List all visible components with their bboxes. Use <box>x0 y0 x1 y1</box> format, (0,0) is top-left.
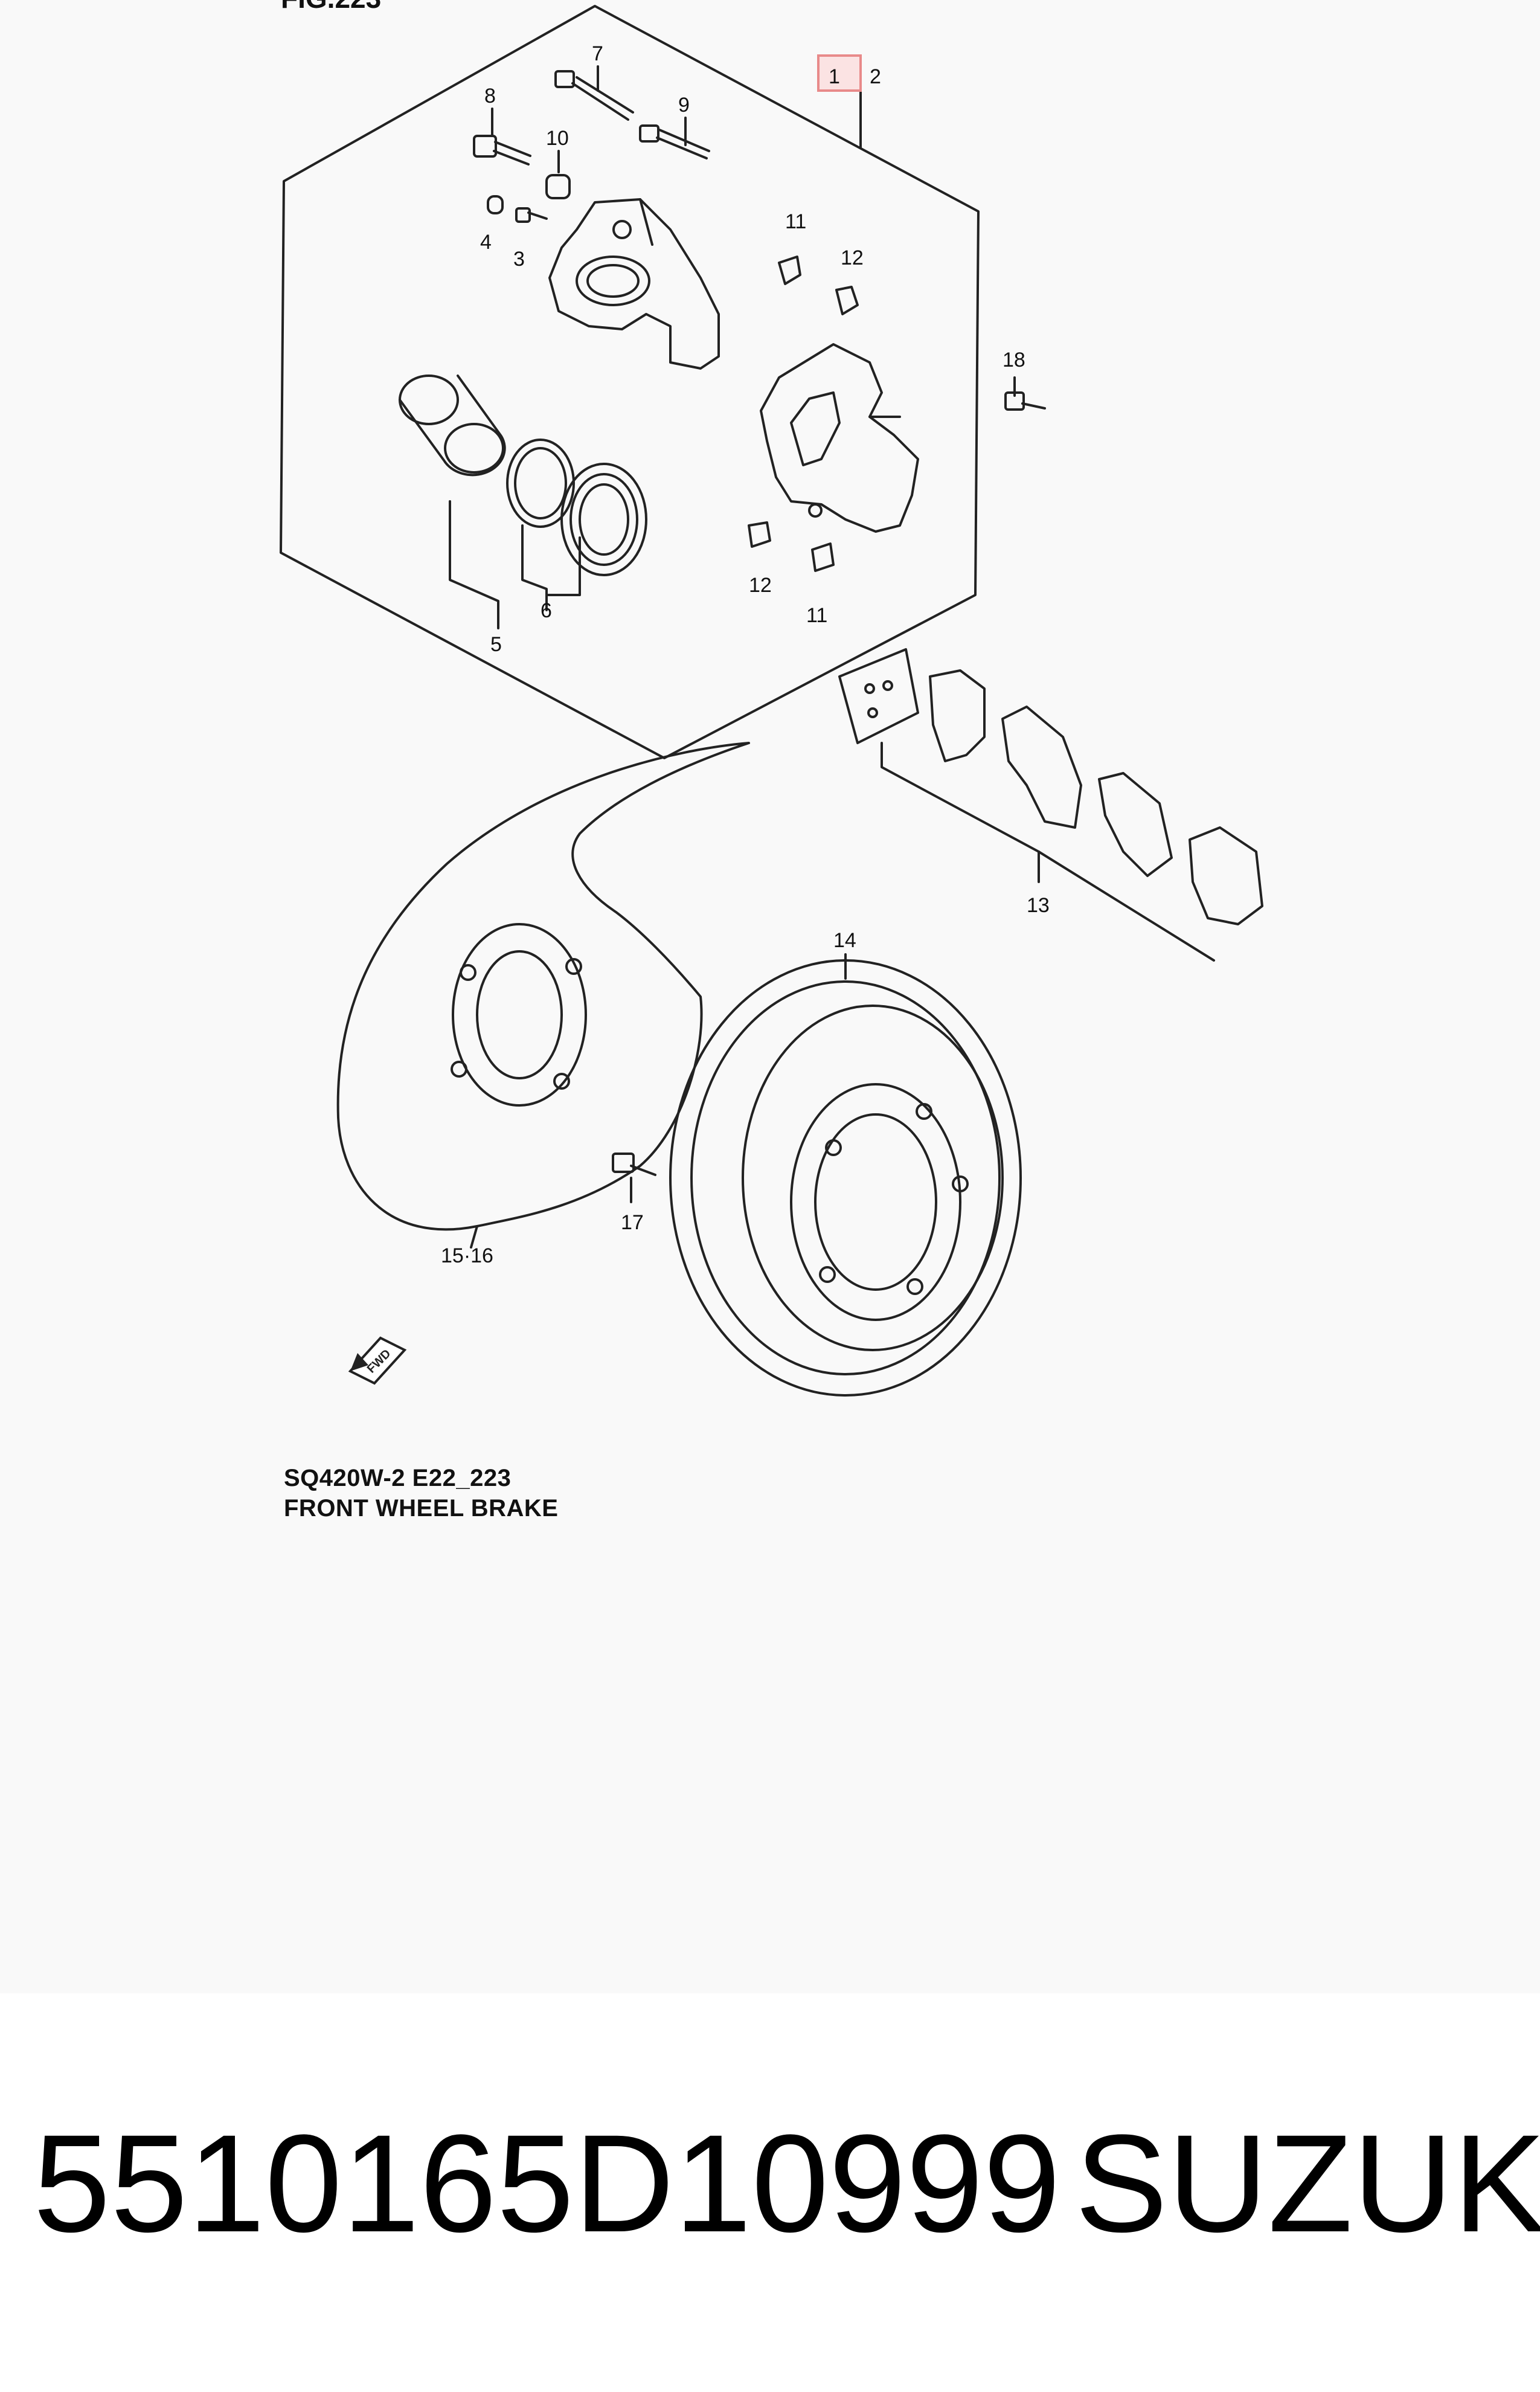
clip-12a <box>835 286 859 315</box>
leader-5 <box>449 500 499 629</box>
callout-12b: 12 <box>749 574 772 597</box>
footer <box>0 1993 1540 2392</box>
bleeder-3 <box>515 207 548 223</box>
callout-1-highlight <box>817 54 862 92</box>
dust-shield-15-16 <box>336 742 750 1249</box>
callout-9: 9 <box>678 94 690 117</box>
bolt-18 <box>1004 391 1046 411</box>
pad-kit-13 <box>838 648 1263 962</box>
callout-11a: 11 <box>785 210 806 233</box>
callout-6: 6 <box>541 599 552 622</box>
fwd-arrow-icon: FWD <box>348 1336 407 1385</box>
figure-code: SQ420W-2 E22_223 <box>284 1465 512 1491</box>
figure-title: FIG.223 <box>281 0 381 14</box>
callout-12a: 12 <box>841 246 864 269</box>
bolt-8 <box>473 135 531 166</box>
callout-2: 2 <box>870 65 881 88</box>
diagram-area: FIG.223 <box>280 0 1263 1522</box>
caliper-body <box>548 198 720 370</box>
boot-10 <box>545 174 571 199</box>
callout-13: 13 <box>1027 894 1050 917</box>
callout-14: 14 <box>833 929 856 952</box>
callout-7: 7 <box>592 42 603 65</box>
leader-6b <box>545 536 581 596</box>
leader-6 <box>521 524 548 611</box>
callout-10: 10 <box>546 127 569 150</box>
callout-5: 5 <box>490 633 502 656</box>
brand-name: SUZUKI <box>1075 2106 1540 2261</box>
clip-11b <box>811 542 835 572</box>
callout-18: 18 <box>1003 349 1025 371</box>
bolt-9 <box>639 124 710 159</box>
callout-15-16: 15·16 <box>441 1244 493 1267</box>
exploded-diagram: 1 2 3 4 5 6 7 8 9 10 11 11 12 12 13 14 1… <box>280 5 1263 1397</box>
piston-boot <box>560 463 647 576</box>
callout-11b: 11 <box>806 604 827 627</box>
figure-name: FRONT WHEEL BRAKE <box>284 1495 559 1522</box>
bolt-17 <box>612 1153 656 1176</box>
callout-8: 8 <box>484 85 496 108</box>
clip-12b <box>748 521 771 548</box>
callout-1: 1 <box>829 65 840 88</box>
caliper-group-frame <box>280 5 980 759</box>
clip-11a <box>778 256 801 285</box>
callout-4: 4 <box>480 231 492 254</box>
caliper-bracket <box>760 343 919 533</box>
part-number: 5510165D10999 <box>33 2106 1061 2261</box>
bolt-7 <box>554 70 634 121</box>
cap-4 <box>487 195 504 214</box>
seal-6 <box>506 439 575 528</box>
callout-17: 17 <box>621 1211 644 1234</box>
piston-5 <box>399 375 506 477</box>
brake-disc-14 <box>669 959 1022 1397</box>
callout-3: 3 <box>513 248 525 271</box>
